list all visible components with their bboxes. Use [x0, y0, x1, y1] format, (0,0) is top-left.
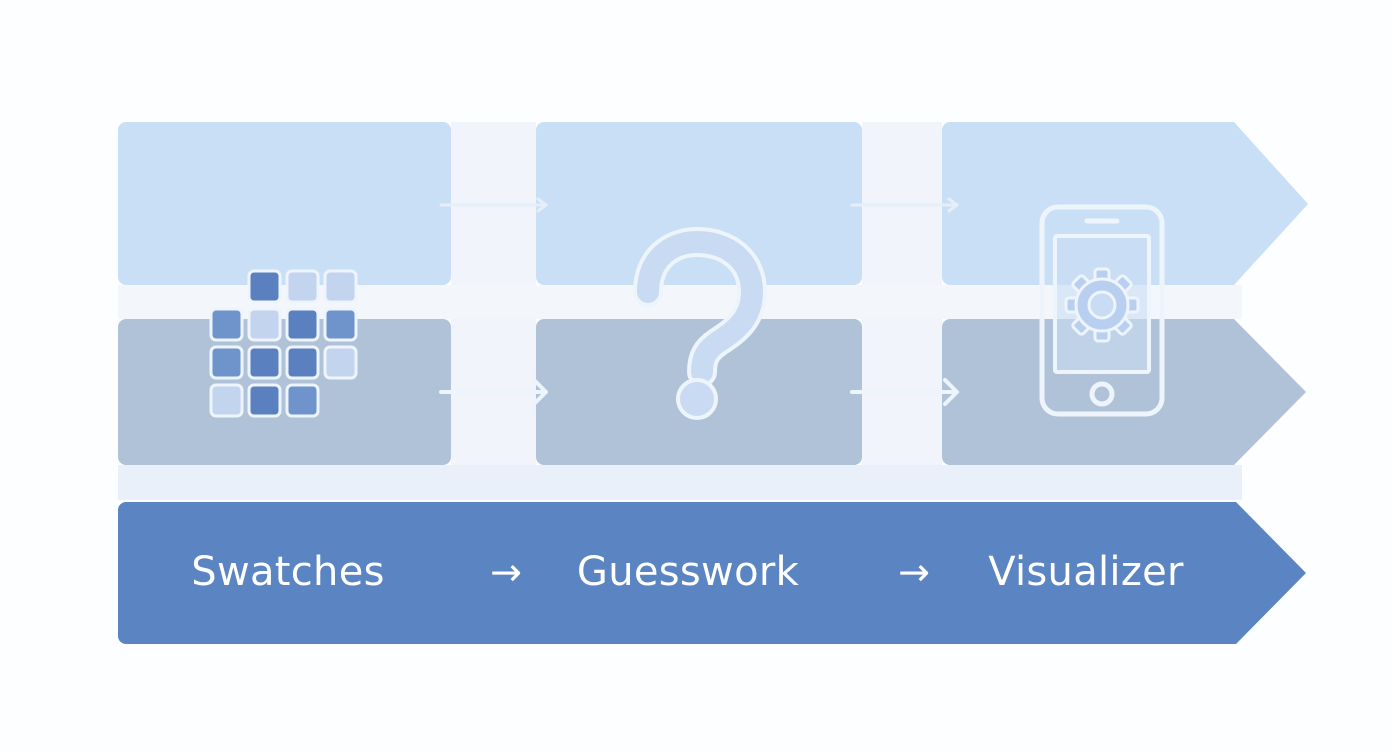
top-panel-3-arrow — [942, 122, 1308, 285]
arrow-icon: → — [898, 550, 930, 594]
bottom-label-band — [118, 502, 1306, 644]
question-mark-icon — [633, 227, 767, 420]
color-swatch — [247, 345, 282, 380]
middle-panel-3-arrow — [942, 319, 1306, 465]
top-connector-1 — [439, 197, 548, 213]
middle-connector-1 — [439, 378, 548, 406]
top-panel-1 — [118, 122, 451, 285]
gear-icon — [1064, 267, 1140, 343]
top-connector-2 — [850, 197, 959, 213]
color-swatch — [247, 307, 282, 342]
color-swatch — [247, 383, 282, 418]
color-swatch — [323, 307, 358, 342]
color-swatch — [285, 345, 320, 380]
color-swatch — [285, 269, 320, 304]
color-swatch — [285, 307, 320, 342]
color-swatch — [247, 269, 282, 304]
color-swatch — [285, 383, 320, 418]
middle-panel-1 — [118, 319, 451, 465]
color-swatch — [209, 345, 244, 380]
lower-faint-band — [118, 465, 1242, 500]
arrow-icon: → — [490, 550, 522, 594]
stage-label-visualizer: Visualizer — [988, 549, 1184, 595]
stage-label-guesswork: Guesswork — [576, 549, 800, 595]
color-swatch — [209, 383, 244, 418]
color-swatch — [209, 307, 244, 342]
phone-settings-icon — [1039, 204, 1165, 417]
stage-label-swatches: Swatches — [191, 549, 385, 595]
color-swatch — [323, 269, 358, 304]
top-panel-2 — [536, 122, 862, 285]
color-swatch — [323, 345, 358, 380]
middle-connector-2 — [850, 378, 959, 406]
color-swatch-grid-icon — [209, 269, 358, 418]
